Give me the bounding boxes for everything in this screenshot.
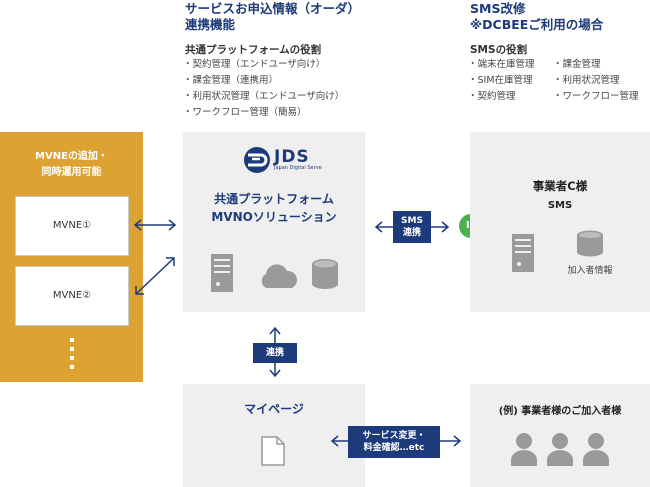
platform-box: JDS Japan Digital Serve 共通プラットフォーム MVNOソ… — [183, 132, 365, 312]
database-icon — [577, 230, 603, 257]
person-icon — [511, 433, 537, 466]
mvne2-link-arrow — [135, 257, 175, 295]
platform-roles-list: ・契約管理（エンドユーザ向け） ・課金管理（連携用） ・利用状況管理（エンドユー… — [183, 57, 344, 121]
jds-logo: JDS Japan Digital Serve — [243, 146, 323, 174]
mvne-panel: MVNEの追加・ 同時運用可能 MVNE① MVNE② — [0, 132, 143, 382]
subscriber-info-label: 加入者情報 — [567, 266, 613, 276]
sms-roles-col1: ・端末在庫管理 ・SIM在庫管理 ・契約管理 — [468, 57, 535, 105]
sms-link-label-line2: 連携 — [402, 228, 421, 238]
sms-role-item: ・課金管理 — [553, 59, 601, 70]
sms-header-title: SMS改修 ※DCBEEご利用の場合 — [470, 1, 648, 33]
mypage-box: マイページ — [183, 384, 365, 487]
sms-role-item: ・端末在庫管理 — [468, 59, 535, 70]
role-item: ・ワークフロー管理（簡易） — [183, 107, 307, 118]
server-icon — [211, 254, 233, 292]
mvne-panel-title: MVNEの追加・ 同時運用可能 — [0, 149, 143, 181]
carrier-title: 事業者C様 — [532, 179, 588, 193]
platform-title-line2: MVNOソリューション — [211, 210, 337, 224]
service-change-line2: 料金確認…etc — [363, 443, 425, 453]
service-change-badge: サービス変更・ 料金確認…etc — [348, 426, 440, 458]
sms-roles-col2: ・課金管理 ・利用状況管理 ・ワークフロー管理 — [553, 57, 639, 105]
sms-role-item: ・ワークフロー管理 — [553, 91, 639, 102]
mvne-panel-title-line1: MVNEの追加・ — [35, 151, 108, 162]
platform-title-line1: 共通プラットフォーム — [214, 192, 334, 206]
subscribers-box: (例) 事業者様のご加入者様 — [470, 384, 650, 487]
sms-role-item: ・契約管理 — [468, 91, 516, 102]
sms-roles-title: SMSの役割 — [470, 44, 528, 56]
server-icon — [512, 234, 534, 272]
sms-header-title-line2: ※DCBEEご利用の場合 — [470, 17, 604, 32]
sms-role-item: ・利用状況管理 — [553, 75, 620, 86]
subscribers-title: (例) 事業者様のご加入者様 — [498, 406, 622, 417]
jds-logo-text: JDS — [274, 147, 310, 167]
mvne-box-2: MVNE② — [15, 266, 129, 326]
vertical-link-label: 連携 — [265, 348, 284, 358]
jds-logo-subtext: Japan Digital Serve — [274, 165, 322, 171]
sms-link-label-line1: SMS — [401, 216, 423, 226]
database-icon — [312, 259, 338, 289]
service-header-title: サービスお申込情報（オーダ） 連携機能 — [185, 1, 415, 33]
platform-roles-title: 共通プラットフォームの役割 — [185, 44, 322, 56]
person-icon — [547, 433, 573, 466]
mypage-title: マイページ — [244, 402, 304, 416]
mvne-panel-title-line2: 同時運用可能 — [41, 167, 102, 178]
role-item: ・利用状況管理（エンドユーザ向け） — [183, 91, 345, 102]
carrier-box: 事業者C様 SMS 加入者情報 — [470, 132, 650, 312]
carrier-subtitle: SMS — [547, 200, 573, 211]
cloud-icon — [261, 264, 297, 288]
document-icon — [261, 436, 285, 466]
person-icon — [583, 433, 609, 466]
mvne-box-1: MVNE① — [15, 196, 129, 256]
service-header-title-line2: 連携機能 — [185, 17, 236, 32]
sms-link-badge: SMS 連携 — [393, 211, 431, 243]
platform-title: 共通プラットフォーム MVNOソリューション — [183, 190, 365, 226]
more-mvne-indicator — [62, 336, 82, 376]
service-header-title-line1: サービスお申込情報（オーダ） — [185, 1, 361, 16]
jds-logo-icon — [244, 147, 270, 173]
service-change-line1: サービス変更・ — [362, 431, 426, 441]
role-item: ・課金管理（連携用） — [183, 75, 279, 86]
sms-header-title-line1: SMS改修 — [470, 1, 526, 16]
sms-role-item: ・SIM在庫管理 — [468, 75, 533, 86]
vertical-link-badge: 連携 — [253, 343, 297, 363]
mvne1-link-arrow — [133, 219, 177, 231]
role-item: ・契約管理（エンドユーザ向け） — [183, 59, 326, 70]
vertical-dots-icon — [70, 338, 74, 369]
